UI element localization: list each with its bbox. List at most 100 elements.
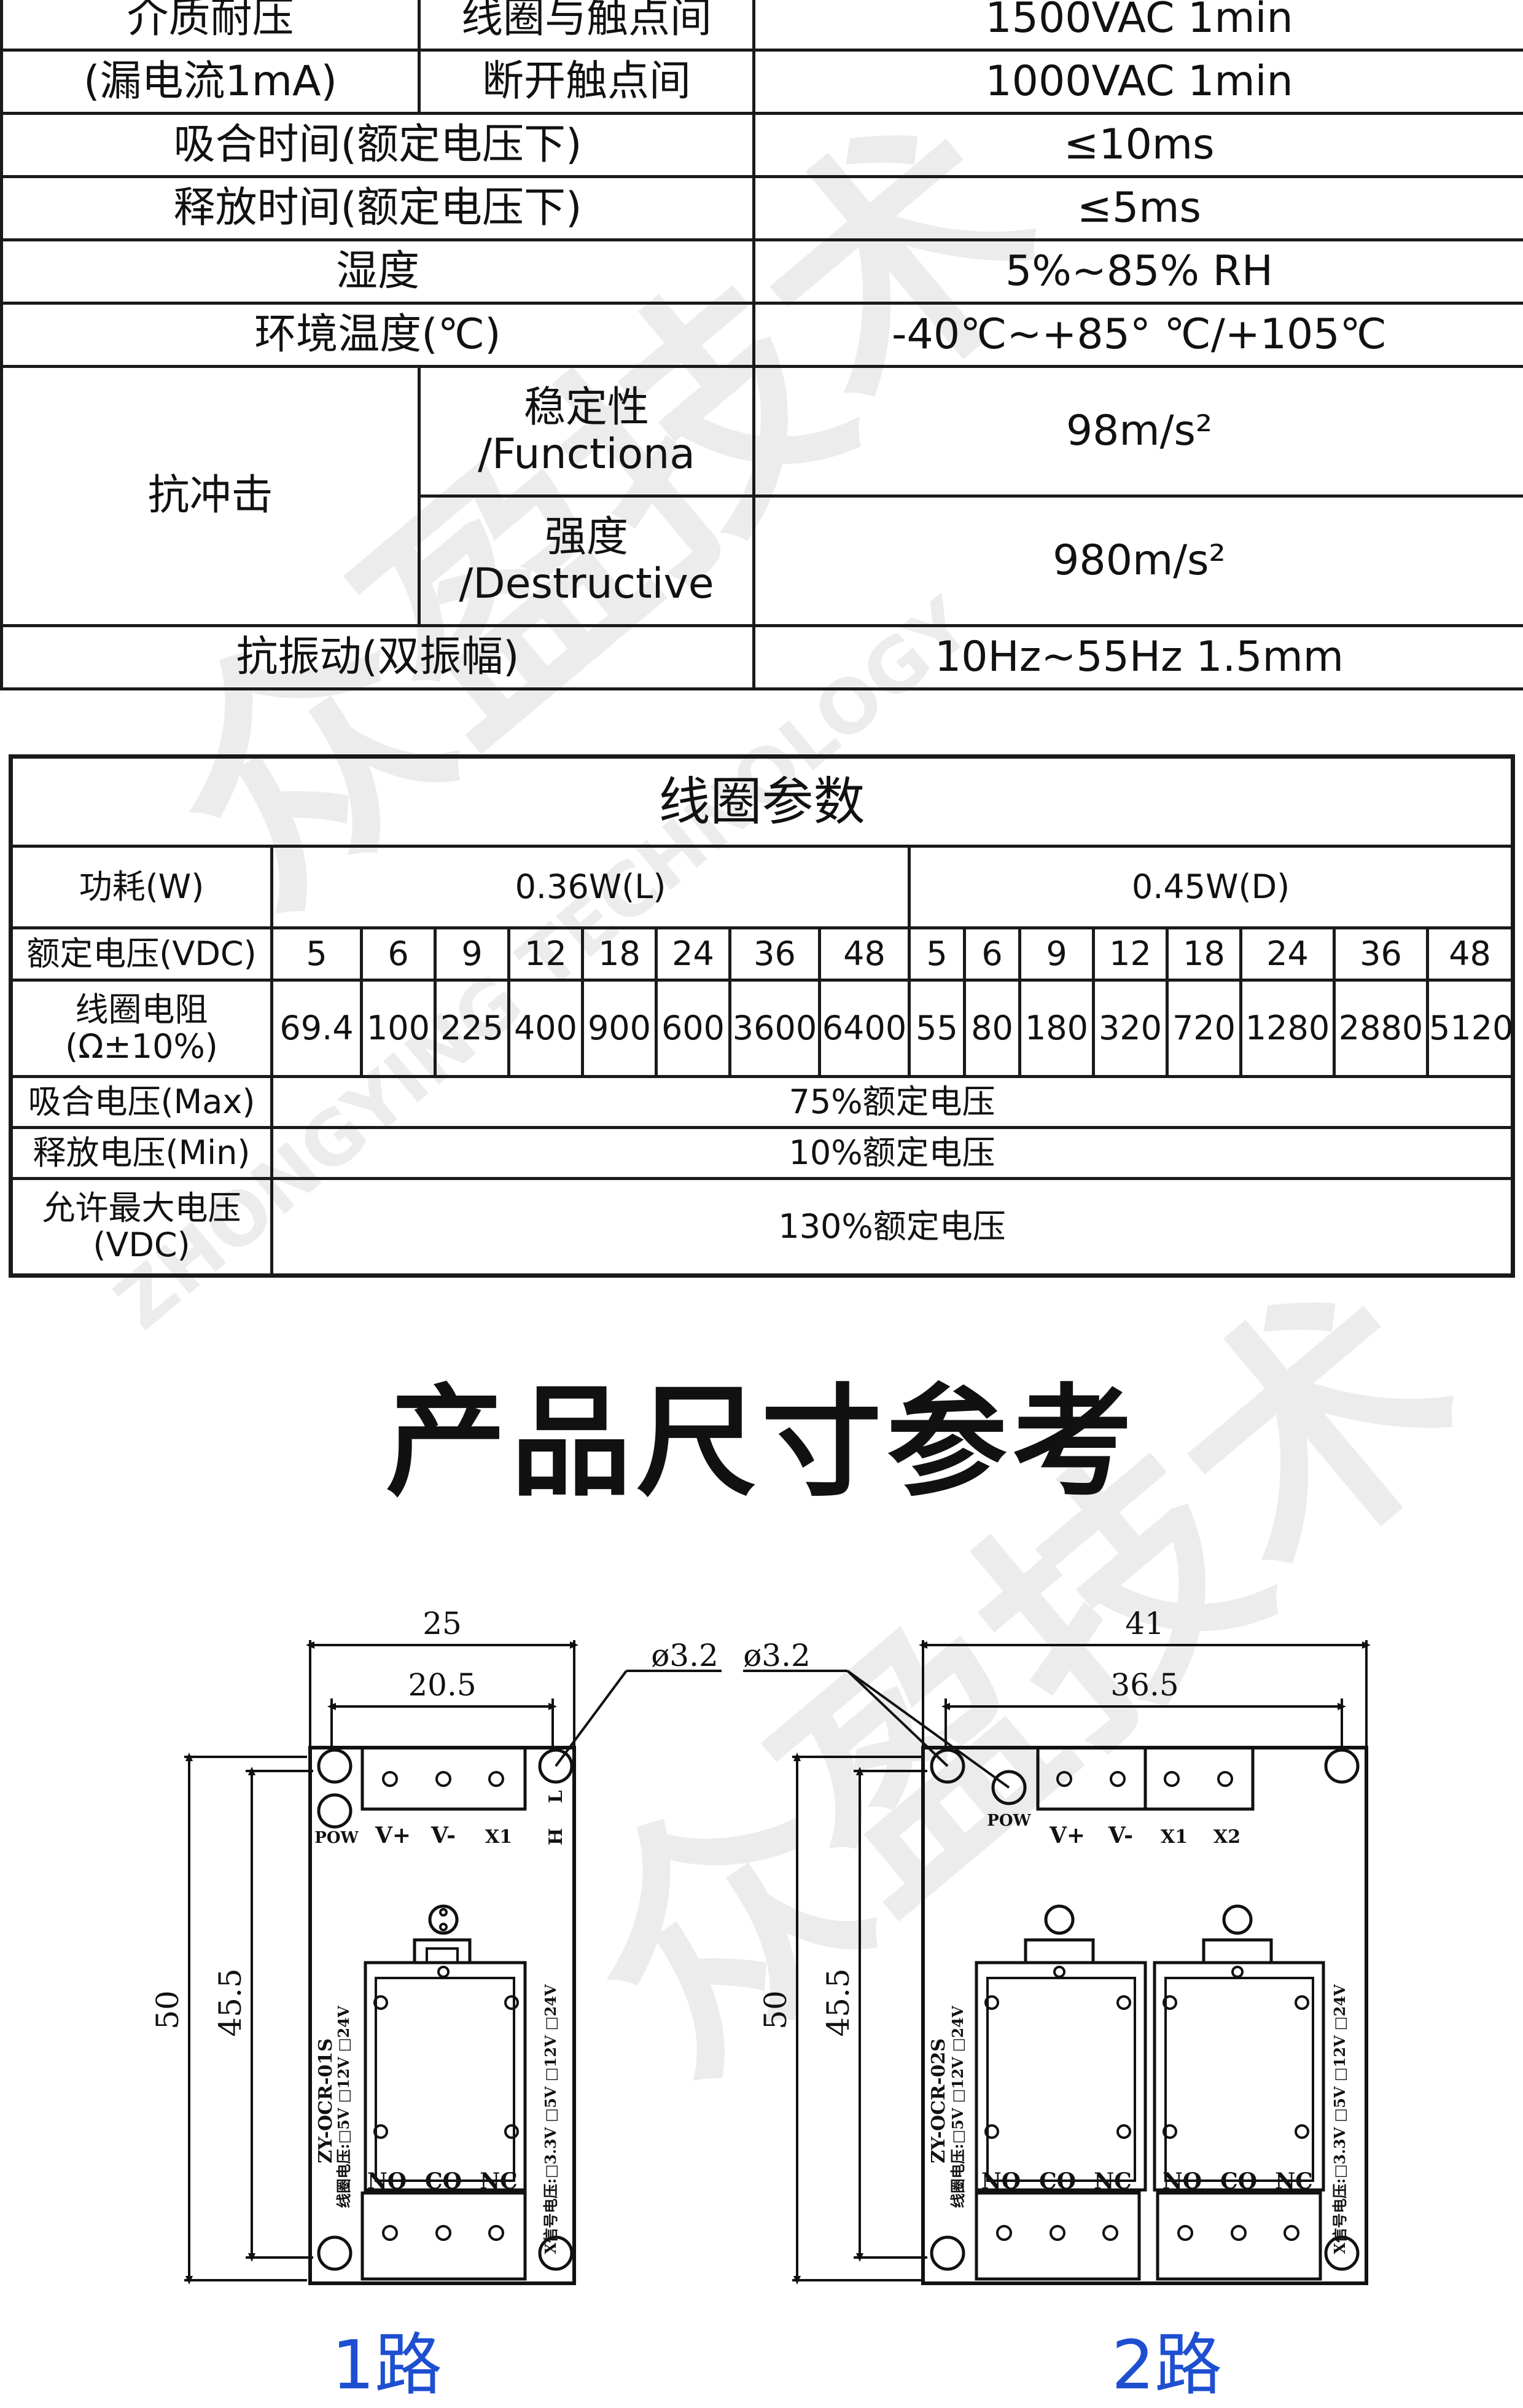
spec-sub-label: 稳定性 /Functiona xyxy=(419,367,754,496)
pin-label: V+ xyxy=(1049,1823,1085,1848)
resistance-cell: 5120 xyxy=(1428,980,1513,1077)
resistance-label: 线圈电阻 (Ω±10%) xyxy=(11,980,272,1077)
table-row: 吸合时间(额定电压下) ≤10ms xyxy=(2,114,1523,177)
pin-label: NO xyxy=(1163,2168,1202,2194)
resistance-cell: 55 xyxy=(910,980,965,1077)
table-row: (漏电流1mA) 断开触点间 1000VAC 1min xyxy=(2,50,1523,114)
pin-label: X1 xyxy=(485,1826,512,1848)
voltage-cell: 6 xyxy=(362,928,435,980)
voltage-cell: 36 xyxy=(1334,928,1428,980)
resistance-cell: 320 xyxy=(1094,980,1167,1077)
voltage-cell: 9 xyxy=(1020,928,1094,980)
coil-parameter-table: 线圈参数 功耗(W) 0.36W(L) 0.45W(D) 额定电压(VDC) 5… xyxy=(9,754,1515,1278)
pin-label: NO xyxy=(981,2168,1021,2194)
resistance-cell: 900 xyxy=(583,980,656,1077)
pickup-value: 75%额定电压 xyxy=(272,1077,1513,1128)
pin-label: CO xyxy=(425,2168,462,2194)
dimension-drawing: 25 20.5 ø3.2 50 45.5 V+ V- X1 POW H L ZY… xyxy=(0,1573,1523,2359)
pin-label: X2 xyxy=(1213,1826,1241,1848)
pin-label: NC xyxy=(480,2168,518,2194)
resistance-cell: 400 xyxy=(509,980,583,1077)
spec-label: 释放时间(额定电压下) xyxy=(2,177,754,240)
signal-voltage-label: X信号电压:□3.3V □5V □12V □24V xyxy=(542,1984,559,2254)
voltage-cell: 12 xyxy=(509,928,583,980)
voltage-label: 额定电压(VDC) xyxy=(11,928,272,980)
spec-value: -40℃~+85° ℃/+105℃ xyxy=(754,303,1523,367)
spec-label: 环境温度(℃) xyxy=(2,303,754,367)
spec-sub-label: 线圈与触点间 xyxy=(419,0,754,50)
table-row: 释放电压(Min) 10%额定电压 xyxy=(11,1128,1513,1179)
table-row: 抗振动(双振幅) 10Hz~55Hz 1.5mm xyxy=(2,626,1523,689)
dim-width-outer-2: 41 xyxy=(1125,1606,1164,1641)
power-d-value: 0.45W(D) xyxy=(910,846,1513,928)
pin-label: NO xyxy=(367,2168,407,2194)
table-row: 环境温度(℃) -40℃~+85° ℃/+105℃ xyxy=(2,303,1523,367)
pow-label: POW xyxy=(987,1812,1031,1830)
resistance-cell: 2880 xyxy=(1334,980,1428,1077)
table-row: 介质耐压 线圈与触点间 1500VAC 1min xyxy=(2,0,1523,50)
section-title: 产品尺寸参考 xyxy=(0,1345,1523,1519)
dim-height-outer-1: 50 xyxy=(150,1990,185,2030)
coil-voltage-label: 线圈电压:□5V □12V □24V xyxy=(949,2006,967,2208)
dim-width-inner-1: 20.5 xyxy=(408,1667,476,1703)
spec-group-label: (漏电流1mA) xyxy=(2,50,419,114)
dim-width-inner-2: 36.5 xyxy=(1110,1667,1178,1703)
spec-table: 介质耐压 线圈与触点间 1500VAC 1min (漏电流1mA) 断开触点间 … xyxy=(0,0,1523,690)
table-row: 吸合电压(Max) 75%额定电压 xyxy=(11,1077,1513,1128)
spec-value: ≤10ms xyxy=(754,114,1523,177)
voltage-cell: 24 xyxy=(1241,928,1334,980)
max-voltage-value: 130%额定电压 xyxy=(272,1179,1513,1276)
voltage-cell: 12 xyxy=(1094,928,1167,980)
model-label: ZY-OCR-02S xyxy=(928,2038,949,2164)
voltage-cell: 48 xyxy=(1428,928,1513,980)
dim-hole-2: ø3.2 xyxy=(743,1638,811,1673)
table-row: 抗冲击 稳定性 /Functiona 98m/s² xyxy=(2,367,1523,496)
h-label: H xyxy=(545,1828,567,1845)
spec-value: 98m/s² xyxy=(754,367,1523,496)
voltage-cell: 9 xyxy=(435,928,509,980)
dim-height-inner-1: 45.5 xyxy=(212,1968,248,2036)
pin-label: V- xyxy=(1108,1823,1133,1848)
spec-value: 980m/s² xyxy=(754,496,1523,626)
table-row: 线圈参数 xyxy=(11,757,1513,846)
voltage-cell: 5 xyxy=(910,928,965,980)
resistance-cell: 1280 xyxy=(1241,980,1334,1077)
spec-value: 1500VAC 1min xyxy=(754,0,1523,50)
spec-value: ≤5ms xyxy=(754,177,1523,240)
resistance-cell: 600 xyxy=(656,980,730,1077)
table-row: 功耗(W) 0.36W(L) 0.45W(D) xyxy=(11,846,1513,928)
coil-table-title: 线圈参数 xyxy=(11,757,1513,846)
signal-voltage-label: X信号电压:□3.3V □5V □12V □24V xyxy=(1331,1984,1349,2254)
voltage-cell: 18 xyxy=(583,928,656,980)
pin-label: CO xyxy=(1220,2168,1257,2194)
pin-label: V- xyxy=(430,1823,456,1848)
resistance-cell: 720 xyxy=(1167,980,1241,1077)
resistance-cell: 100 xyxy=(362,980,435,1077)
pin-label: V+ xyxy=(375,1823,411,1848)
voltage-cell: 18 xyxy=(1167,928,1241,980)
route-label-1: 1路 xyxy=(332,2310,442,2408)
voltage-cell: 6 xyxy=(965,928,1020,980)
l-label: L xyxy=(545,1790,567,1803)
resistance-cell: 180 xyxy=(1020,980,1094,1077)
table-row: 湿度 5%~85% RH xyxy=(2,240,1523,303)
table-row: 线圈电阻 (Ω±10%) 69.4 100 225 400 900 600 36… xyxy=(11,980,1513,1077)
voltage-cell: 36 xyxy=(730,928,820,980)
pickup-label: 吸合电压(Max) xyxy=(11,1077,272,1128)
voltage-cell: 5 xyxy=(272,928,362,980)
voltage-cell: 24 xyxy=(656,928,730,980)
spec-label: 吸合时间(额定电压下) xyxy=(2,114,754,177)
spec-label: 湿度 xyxy=(2,240,754,303)
model-label: ZY-OCR-01S xyxy=(315,2038,337,2164)
spec-label: 抗振动(双振幅) xyxy=(2,626,754,689)
spec-sub-label: 强度 /Destructive xyxy=(419,496,754,626)
spec-group-label: 抗冲击 xyxy=(2,367,419,626)
table-row: 额定电压(VDC) 5 6 9 12 18 24 36 48 5 6 9 12 … xyxy=(11,928,1513,980)
resistance-cell: 6400 xyxy=(820,980,910,1077)
route-label-2: 2路 xyxy=(1112,2310,1222,2408)
pow-label: POW xyxy=(314,1829,359,1847)
release-label: 释放电压(Min) xyxy=(11,1128,272,1179)
resistance-cell: 69.4 xyxy=(272,980,362,1077)
power-label: 功耗(W) xyxy=(11,846,272,928)
spec-sub-label: 断开触点间 xyxy=(419,50,754,114)
